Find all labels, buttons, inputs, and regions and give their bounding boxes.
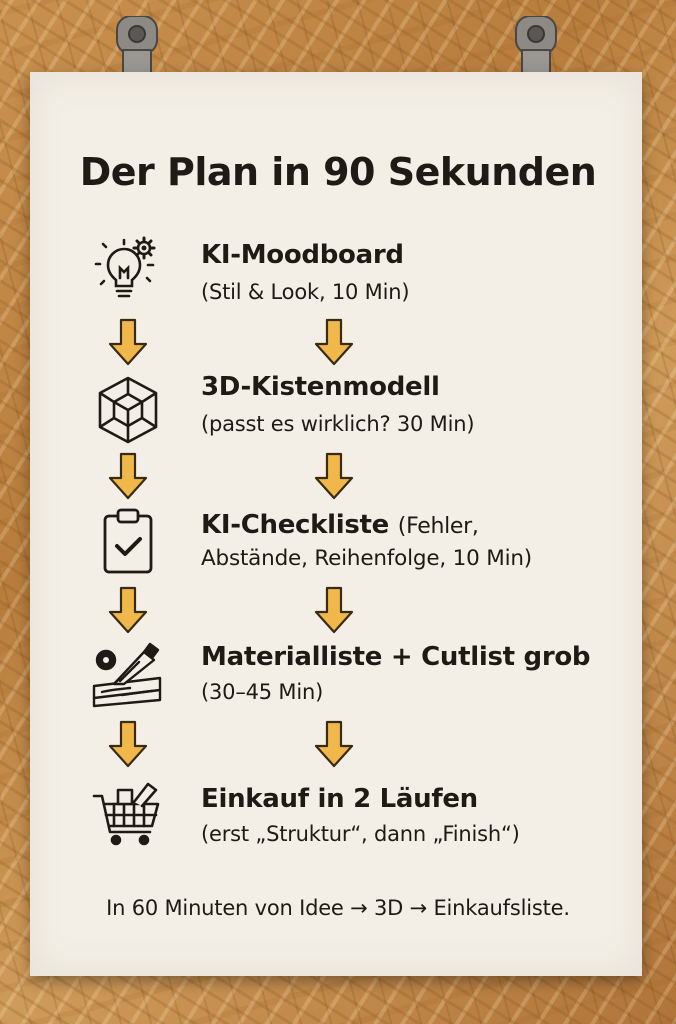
step-3-subtitle: Abstände, Reihenfolge, 10 Min) (201, 546, 532, 571)
arrow-down-icon (108, 720, 148, 768)
step-3-title-note: (Fehler, (397, 514, 479, 539)
poster-title: Der Plan in 90 Sekunden (79, 150, 597, 194)
step-3-title: KI-Checkliste (Fehler, (201, 510, 479, 540)
step-2-title: 3D-Kistenmodell (201, 372, 440, 402)
step-1-title: KI-Moodboard (201, 240, 404, 270)
step-4-subtitle: (30–45 Min) (201, 680, 324, 704)
arrow-down-icon (314, 452, 354, 500)
step-5-subtitle: (erst „Struktur“, dann „Finish“) (201, 822, 520, 846)
step-3-title-text: KI-Checkliste (201, 510, 390, 540)
3d-cube-icon (98, 376, 158, 444)
arrow-down-icon (314, 586, 354, 634)
arrow-down-icon (108, 586, 148, 634)
lightbulb-gear-icon (94, 236, 156, 298)
clipboard-check-icon (103, 508, 153, 574)
shopping-cart-icon (92, 782, 160, 846)
step-1-subtitle: (Stil & Look, 10 Min) (201, 280, 410, 304)
step-4-title: Materialliste + Cutlist grob (201, 642, 591, 672)
arrow-down-icon (314, 318, 354, 366)
arrow-down-icon (108, 318, 148, 366)
arrow-down-icon (314, 720, 354, 768)
step-2-subtitle: (passt es wirklich? 30 Min) (201, 412, 475, 436)
poster-footer: In 60 Minuten von Idee → 3D → Einkaufsli… (106, 896, 570, 920)
step-5-title: Einkauf in 2 Läufen (201, 784, 478, 814)
saw-lumber-icon (92, 642, 162, 708)
arrow-down-icon (108, 452, 148, 500)
